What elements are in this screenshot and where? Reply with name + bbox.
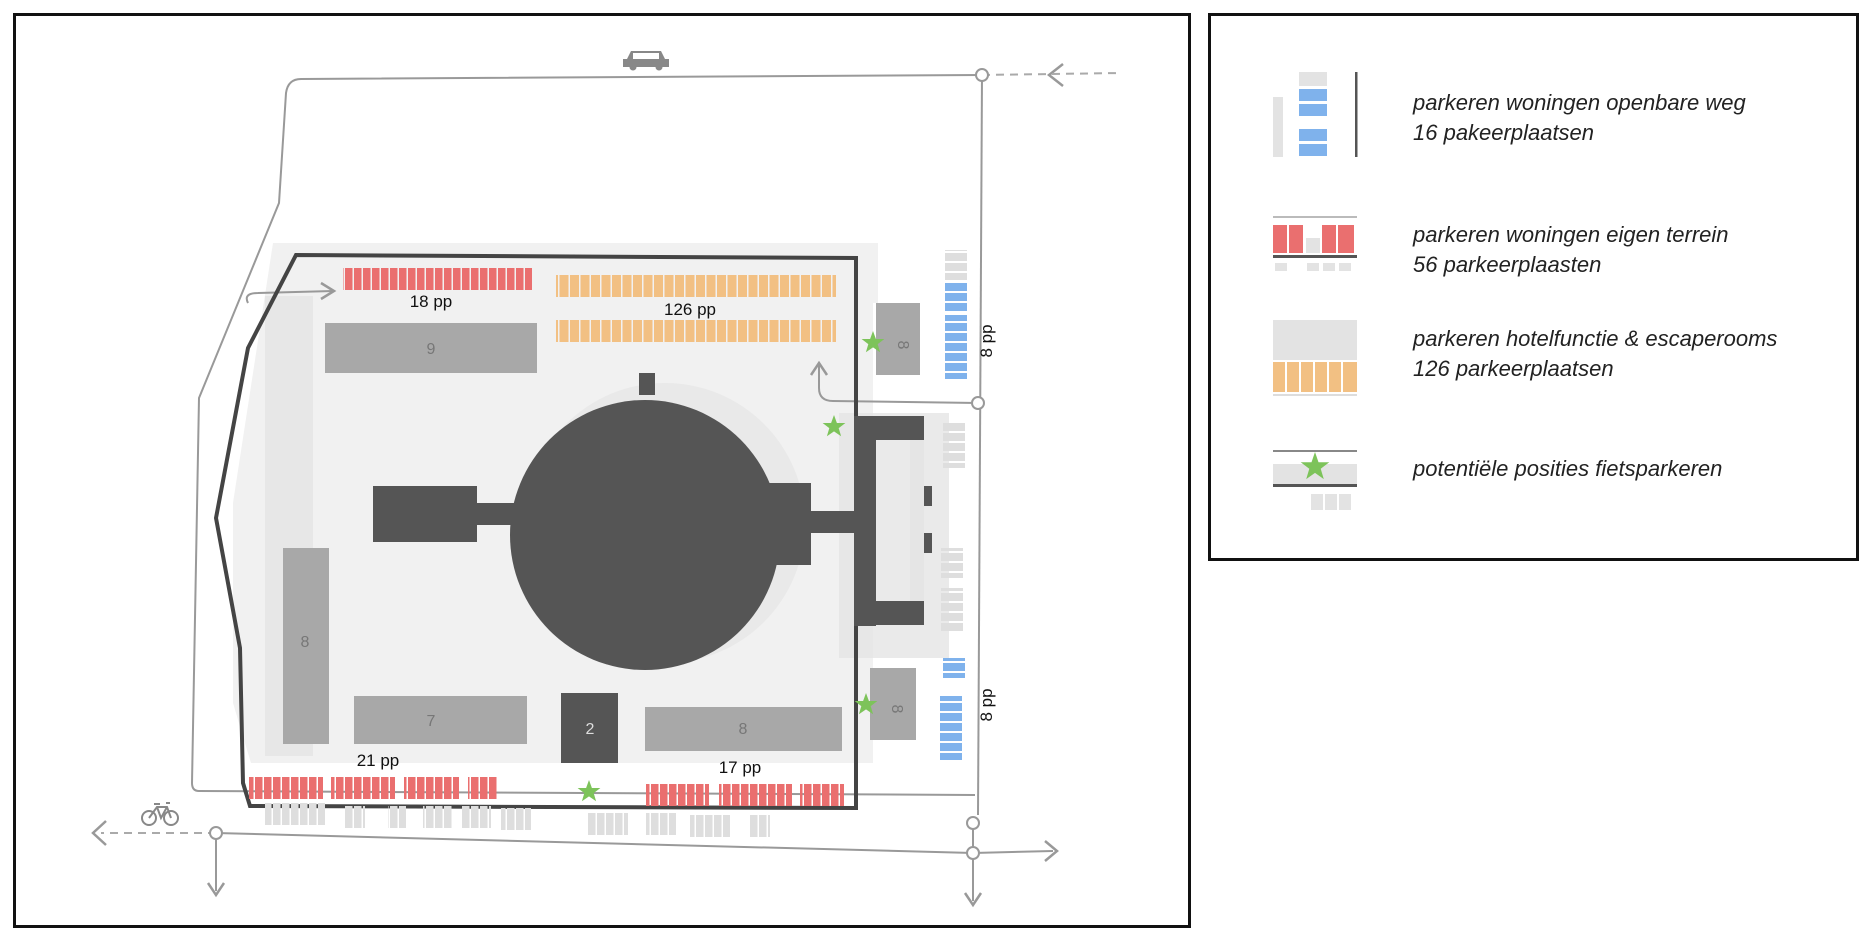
bike-star [854, 693, 878, 715]
legend-text: parkeren woningen eigen terrein 56 parke… [1413, 220, 1729, 280]
building-numbers: 9 8 7 2 8 8 8 [301, 341, 911, 738]
route-dashed [101, 72, 1122, 834]
legend-swatch-private [1273, 216, 1357, 271]
site-plan-map: 9 8 7 2 8 8 8 18 pp 126 pp 8 pp 8 pp 21 … [91, 51, 1122, 908]
legend-line-2: 126 parkeerplaatsen [1413, 356, 1614, 381]
building-number: 7 [427, 713, 436, 730]
parking-private [249, 268, 844, 806]
parking-label-bottom-left: 21 pp [357, 751, 400, 770]
bicycle-icon [141, 802, 179, 826]
legend-text: parkeren hotelfunctie & escaperooms 126 … [1413, 324, 1777, 384]
legend-item-bike-parking: potentiële posities fietsparkeren [1211, 450, 1856, 550]
legend-panel: parkeren woningen openbare weg 16 pakeer… [1208, 13, 1859, 561]
parking-count-labels: 18 pp 126 pp 8 pp 8 pp 21 pp 17 pp [357, 292, 996, 777]
legend-item-public-parking: parkeren woningen openbare weg 16 pakeer… [1211, 72, 1856, 172]
parking-label-bottom-right: 17 pp [719, 758, 762, 777]
bike-star [577, 780, 601, 802]
building-complex-dark [373, 373, 932, 763]
parking-existing [265, 250, 967, 837]
parking-label-top-left: 18 pp [410, 292, 453, 311]
building-number: 8 [894, 341, 911, 350]
legend-line-1: parkeren woningen eigen terrein [1413, 222, 1729, 247]
building-number: 8 [739, 721, 748, 738]
car-icon [623, 51, 669, 71]
legend-line-2: 16 pakeerplaatsen [1413, 120, 1595, 145]
parking-label-right-top: 8 pp [977, 324, 996, 357]
legend-line-1: parkeren woningen openbare weg [1413, 90, 1746, 115]
building-number: 8 [888, 705, 905, 714]
bike-star [822, 415, 846, 437]
legend-swatch-bike [1273, 450, 1357, 510]
bike-parking-stars [577, 331, 885, 802]
legend-line-1: parkeren hotelfunctie & escaperooms [1413, 326, 1778, 351]
route-nodes [209, 68, 989, 860]
legend-line-2: 56 parkeerplaasten [1413, 252, 1602, 277]
parking-public [940, 283, 967, 760]
legend-text: potentiële posities fietsparkeren [1413, 454, 1722, 484]
parking-label-top-center: 126 pp [664, 300, 716, 319]
legend-swatch-public [1273, 72, 1358, 157]
bike-star [861, 331, 885, 353]
route-arrows [91, 63, 1064, 908]
building-number: 2 [586, 721, 595, 738]
building-number: 9 [427, 341, 436, 358]
star-icon [1300, 452, 1330, 480]
buildings-light [283, 303, 920, 751]
legend-text: parkeren woningen openbare weg 16 pakeer… [1413, 88, 1746, 148]
legend-swatch-hotel [1273, 320, 1357, 396]
legend-line-1: potentiële posities fietsparkeren [1413, 456, 1723, 481]
parking-label-right-bottom: 8 pp [977, 688, 996, 721]
legend-item-private-parking: parkeren woningen eigen terrein 56 parke… [1211, 216, 1856, 316]
building-number: 8 [301, 634, 310, 651]
legend-item-hotel-parking: parkeren hotelfunctie & escaperooms 126 … [1211, 320, 1856, 420]
site-plan-panel: 9 8 7 2 8 8 8 18 pp 126 pp 8 pp 8 pp 21 … [13, 13, 1191, 928]
route-lines [190, 74, 1054, 901]
parking-hotel [556, 275, 836, 342]
